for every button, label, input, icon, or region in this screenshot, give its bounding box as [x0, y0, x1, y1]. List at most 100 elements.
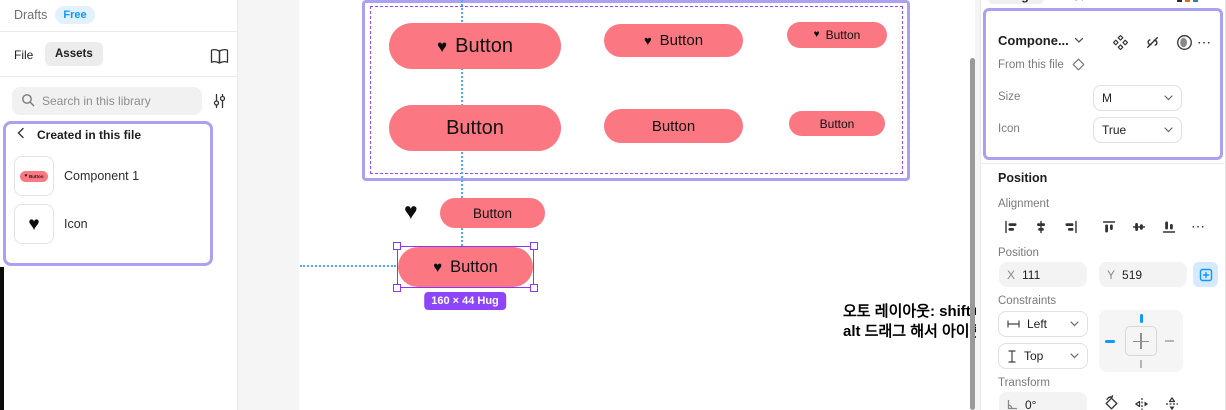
divider — [0, 76, 238, 77]
free-plan-badge: Free — [55, 6, 95, 24]
align-h-center-icon — [1037, 220, 1045, 234]
loose-heart-icon[interactable]: ♥ — [404, 198, 418, 224]
icon-thumbnail: ♥ — [14, 204, 54, 244]
constraint-left-pin-active[interactable] — [1105, 339, 1115, 343]
variant-button-m-icon[interactable]: ♥ Button — [604, 24, 743, 57]
button-label: Button — [450, 257, 498, 276]
button-label: Button — [819, 116, 855, 131]
absolute-position-button[interactable] — [1193, 262, 1218, 287]
constraint-bottom-pin[interactable] — [1140, 360, 1142, 368]
selection-handle-se[interactable] — [530, 284, 538, 292]
horizontal-guide-line — [300, 265, 396, 267]
selection-handle-nw[interactable] — [393, 242, 401, 250]
variant-button-l[interactable]: Button — [389, 105, 561, 151]
flip-horizontal-button[interactable] — [1129, 391, 1154, 410]
filter-sliders-icon[interactable] — [208, 90, 230, 112]
align-top-button[interactable] — [1097, 215, 1121, 239]
tab-prototype[interactable]: Prototype — [1043, 0, 1094, 1]
list-item-icon[interactable]: ♥ Icon — [14, 204, 88, 244]
half-shaded-circle-icon — [1176, 34, 1192, 50]
y-value: 519 — [1122, 267, 1143, 282]
heart-icon: ♥ — [28, 213, 40, 235]
heart-icon: ♥ — [813, 29, 820, 40]
search-input[interactable] — [42, 94, 192, 108]
prop-size-dropdown[interactable]: M — [1093, 85, 1182, 111]
list-item-component-1[interactable]: ♥ Button Component 1 — [14, 156, 139, 196]
v-constraint-icon — [1008, 349, 1016, 363]
inspector-tabbar-clipped: Design Prototype — [981, 0, 1226, 4]
align-bottom-icon — [1162, 221, 1176, 233]
align-left-icon — [1005, 220, 1017, 234]
heart-icon: ♥ — [433, 258, 443, 276]
source-label: From this file — [998, 58, 1064, 71]
more-options-button[interactable]: ⋯ — [1197, 34, 1212, 50]
chevron-left-icon[interactable] — [16, 127, 27, 142]
align-right-button[interactable] — [1059, 215, 1083, 239]
detach-instance-button[interactable] — [1141, 31, 1163, 53]
alignment-more-button[interactable]: ⋯ — [1191, 218, 1206, 234]
transform-label: Transform — [998, 377, 1050, 389]
constraints-plus-v[interactable] — [1140, 333, 1142, 349]
prop-icon-dropdown[interactable]: True — [1093, 117, 1182, 143]
component-name-dropdown[interactable]: Compone... — [998, 33, 1084, 48]
variant-button-s[interactable]: Button — [789, 111, 885, 136]
variant-button-s-icon[interactable]: ♥ Button — [787, 22, 887, 48]
tab-assets[interactable]: Assets — [45, 42, 103, 66]
button-label: Button — [455, 34, 513, 57]
assets-sidebar: Drafts Free File Assets — [0, 0, 238, 410]
variant-button-m[interactable]: Button — [604, 109, 743, 143]
canvas-scrollbar[interactable] — [970, 58, 975, 410]
library-book-icon[interactable] — [208, 45, 230, 67]
v-constraint-dropdown[interactable]: Top — [998, 343, 1088, 369]
align-bottom-button[interactable] — [1157, 215, 1181, 239]
prop-icon-value: True — [1102, 123, 1127, 137]
v-constraint-value: Top — [1024, 349, 1044, 363]
selection-handle-sw[interactable] — [393, 284, 401, 292]
align-h-center-button[interactable] — [1029, 215, 1053, 239]
flip-horizontal-icon — [1134, 397, 1148, 410]
tab-file[interactable]: File — [14, 48, 34, 62]
selection-outline — [393, 242, 538, 292]
chevron-down-icon — [1074, 37, 1083, 43]
variant-button-l-icon[interactable]: ♥ Button — [389, 23, 561, 69]
absolute-position-icon — [1199, 268, 1212, 281]
x-position-field[interactable]: X 111 — [999, 262, 1087, 287]
position-section-title: Position — [998, 171, 1048, 185]
align-top-icon — [1102, 221, 1116, 233]
position-label: Position — [998, 247, 1039, 259]
component-icon-button[interactable] — [1109, 31, 1131, 53]
align-left-button[interactable] — [999, 215, 1023, 239]
tab-design[interactable]: Design — [989, 0, 1044, 4]
size-badge: 160 × 44 Hug — [424, 292, 506, 310]
align-v-center-icon — [1132, 223, 1146, 231]
constraints-widget — [1099, 310, 1183, 372]
rotation-field[interactable]: 0° — [999, 392, 1087, 410]
h-constraint-icon — [1007, 320, 1020, 328]
heart-icon: ♥ — [643, 33, 652, 48]
constraint-right-pin[interactable] — [1165, 340, 1174, 342]
library-search[interactable] — [12, 87, 202, 115]
h-constraint-dropdown[interactable]: Left — [998, 311, 1088, 337]
clipped-toolbar-mark — [1193, 0, 1198, 2]
x-value: 111 — [1022, 267, 1041, 282]
flip-vertical-button[interactable] — [1159, 391, 1184, 410]
align-v-center-button[interactable] — [1127, 215, 1151, 239]
drafts-breadcrumb[interactable]: Drafts — [14, 8, 48, 22]
detach-icon — [1146, 36, 1158, 48]
button-label: Button — [825, 28, 861, 42]
rotate-button[interactable] — [1099, 391, 1124, 410]
selected-button-instance[interactable]: ♥ Button — [398, 247, 533, 287]
list-item-label: Component 1 — [64, 169, 140, 183]
x-label: X — [1007, 267, 1016, 282]
constraint-top-pin-active[interactable] — [1139, 314, 1143, 323]
loose-button[interactable]: Button — [440, 198, 545, 228]
section-header-row: Created in this file — [16, 127, 141, 142]
y-position-field[interactable]: Y 519 — [1099, 262, 1187, 287]
button-label: Button — [472, 205, 513, 221]
canvas-note-text[interactable]: 오토 레이아웃: shift+a alt 드래그 해서 아이콘 — [843, 302, 976, 341]
selection-handle-ne[interactable] — [530, 242, 538, 250]
divider — [0, 31, 238, 32]
constraints-center-box — [1125, 326, 1157, 356]
styles-button[interactable] — [1173, 31, 1195, 53]
heart-icon: ♥ — [24, 173, 28, 179]
